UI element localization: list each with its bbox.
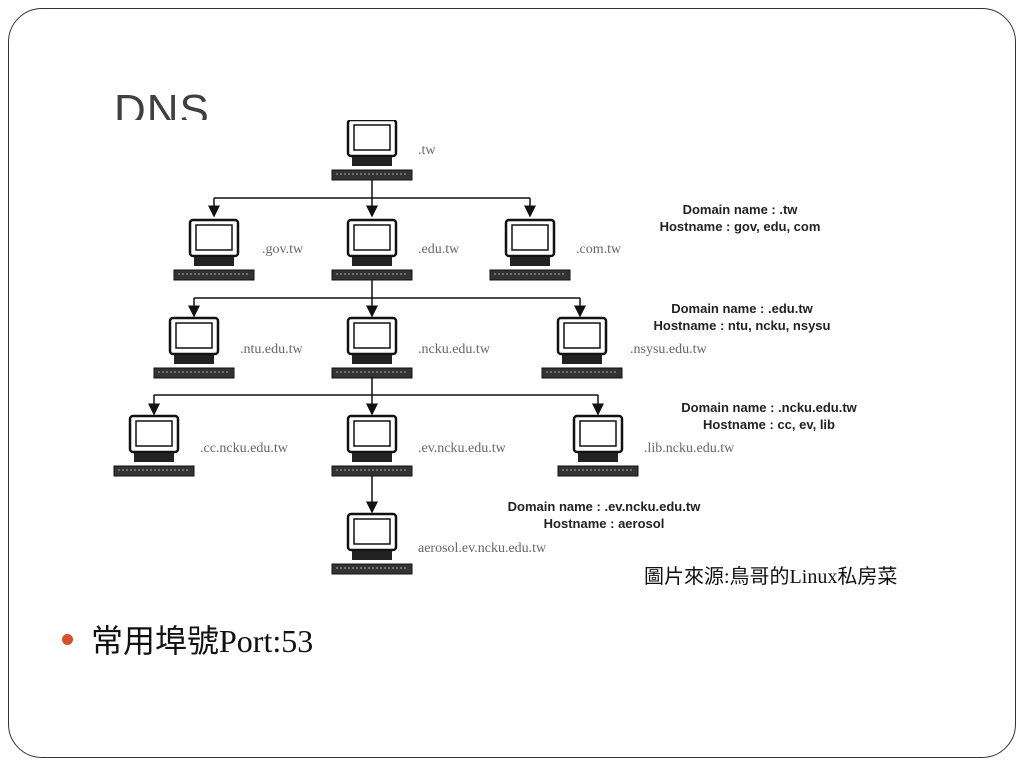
bullet-text: 常用埠號Port:53	[91, 623, 314, 659]
node-label-ncku: .ncku.edu.tw	[418, 342, 491, 357]
annotation-domain-edu: Domain name : .edu.tw	[671, 301, 813, 316]
node-label-tw: .tw	[418, 143, 436, 158]
node-label-gov: .gov.tw	[262, 242, 304, 257]
node-tw: .tw	[330, 118, 436, 182]
annotation-hosts-tw: Hostname : gov, edu, com	[660, 219, 821, 234]
annotation-hosts-ev: Hostname : aerosol	[544, 516, 665, 531]
annotation-hosts-edu: Hostname : ntu, ncku, nsysu	[654, 318, 831, 333]
bullet-dot-icon	[62, 633, 73, 645]
node-ncku: .ncku.edu.tw	[330, 316, 491, 380]
node-label-ntu: .ntu.edu.tw	[240, 342, 303, 357]
node-com: .com.tw	[488, 218, 622, 282]
node-ev: .ev.ncku.edu.tw	[330, 414, 507, 478]
node-nsysu: .nsysu.edu.tw	[540, 316, 708, 380]
annotation-ncku: Domain name : .ncku.edu.tw Hostname : cc…	[681, 400, 857, 432]
annotation-domain-ev: Domain name : .ev.ncku.edu.tw	[508, 499, 702, 514]
node-label-cc: .cc.ncku.edu.tw	[200, 441, 289, 456]
node-label-lib: .lib.ncku.edu.tw	[644, 441, 735, 456]
node-label-aerosol: aerosol.ev.ncku.edu.tw	[418, 541, 547, 556]
node-label-edu: .edu.tw	[418, 242, 460, 257]
image-source-caption: 圖片來源:鳥哥的Linux私房菜	[644, 566, 898, 588]
node-label-com: .com.tw	[576, 242, 622, 257]
dns-hierarchy-diagram: .tw .gov.tw .edu.tw .com.tw .ntu.edu.tw …	[112, 118, 874, 576]
dns-tree-svg: .tw .gov.tw .edu.tw .com.tw .ntu.edu.tw …	[112, 118, 858, 576]
annotation-domain-ncku: Domain name : .ncku.edu.tw	[681, 400, 857, 415]
annotation-ev: Domain name : .ev.ncku.edu.tw Hostname :…	[508, 499, 702, 531]
node-aerosol: aerosol.ev.ncku.edu.tw	[330, 512, 547, 576]
annotation-domain-tw: Domain name : .tw	[683, 202, 799, 217]
node-gov: .gov.tw	[172, 218, 304, 282]
node-ntu: .ntu.edu.tw	[152, 316, 303, 380]
annotation-tw: Domain name : .tw Hostname : gov, edu, c…	[660, 202, 821, 234]
bullet-item: 常用埠號Port:53	[62, 616, 313, 662]
tree-connectors	[148, 180, 604, 514]
node-label-nsysu: .nsysu.edu.tw	[630, 342, 708, 357]
node-edu: .edu.tw	[330, 218, 460, 282]
node-label-ev: .ev.ncku.edu.tw	[418, 441, 507, 456]
annotation-edu: Domain name : .edu.tw Hostname : ntu, nc…	[654, 301, 831, 333]
node-lib: .lib.ncku.edu.tw	[556, 414, 735, 478]
node-cc: .cc.ncku.edu.tw	[112, 414, 289, 478]
annotation-hosts-ncku: Hostname : cc, ev, lib	[703, 417, 835, 432]
